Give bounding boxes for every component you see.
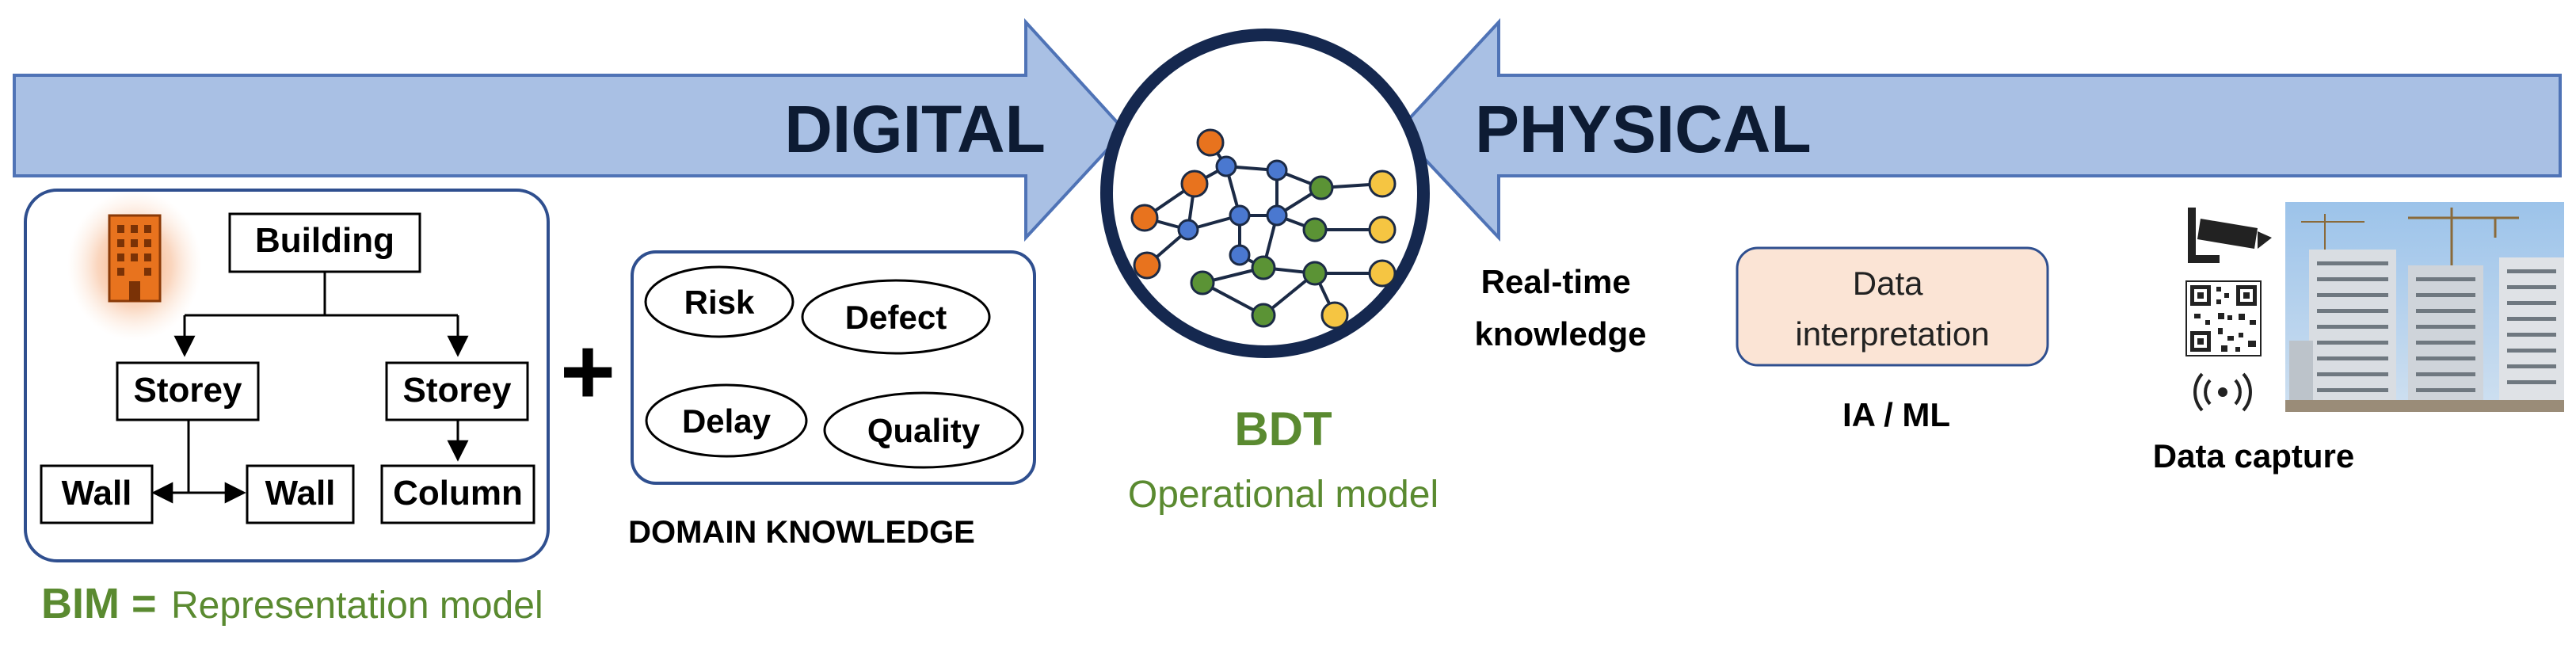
physical-label: PHYSICAL	[1475, 92, 1812, 166]
node-storey-right-label: Storey	[403, 371, 512, 410]
bim-caption-rest: Representation model	[171, 585, 543, 627]
construction-site-photo	[2285, 202, 2564, 412]
tree-node-column: Column	[380, 464, 535, 524]
realtime-line2: knowledge	[1474, 315, 1646, 353]
physical-arrow: PHYSICAL	[1396, 17, 2562, 242]
knowledge-quality: Quality	[823, 391, 1024, 469]
bdt-subtitle: Operational model	[1128, 474, 1439, 516]
tree-node-wall-left: Wall	[40, 464, 154, 524]
knowledge-delay: Delay	[645, 383, 808, 458]
building-icon	[67, 190, 202, 341]
knowledge-defect: Defect	[801, 279, 991, 355]
realtime-knowledge-label: Real-time knowledge	[1474, 263, 1646, 353]
knowledge-delay-label: Delay	[682, 402, 772, 440]
building-windows	[2317, 261, 2556, 392]
tree-node-storey-left: Storey	[116, 361, 260, 421]
node-wall-left-label: Wall	[62, 474, 132, 513]
domain-knowledge-caption: DOMAIN KNOWLEDGE	[628, 515, 975, 550]
knowledge-defect-label: Defect	[845, 299, 947, 336]
interpretation-label: Data interpretation	[1795, 265, 1989, 353]
digital-arrow: DIGITAL	[13, 17, 1127, 242]
data-interpretation-box: Data interpretation	[1736, 246, 2049, 367]
knowledge-risk: Risk	[644, 265, 795, 338]
tree-connectors	[151, 272, 469, 504]
interpretation-line2: interpretation	[1795, 315, 1989, 353]
node-wall-right-label: Wall	[265, 474, 336, 513]
tree-node-wall-right: Wall	[246, 464, 355, 524]
interpretation-line1: Data	[1853, 265, 1923, 302]
cctv-camera-icon	[2188, 208, 2272, 263]
knowledge-risk-label: Risk	[684, 284, 755, 321]
node-building-label: Building	[255, 221, 394, 260]
bdt-network-icon	[1100, 29, 1430, 358]
bim-caption-bold: BIM =	[41, 580, 157, 627]
realtime-line1: Real-time	[1481, 263, 1631, 300]
digital-label: DIGITAL	[784, 92, 1046, 166]
plus-sign: +	[560, 318, 615, 425]
domain-knowledge-panel: Risk Defect Delay Quality	[631, 250, 1036, 485]
knowledge-quality-label: Quality	[867, 412, 981, 449]
bim-panel: Building Storey Storey Wall Wall Column	[24, 189, 550, 562]
tree-node-storey-right: Storey	[385, 361, 529, 421]
bim-caption: BIM = Representation model	[41, 580, 543, 627]
node-column-label: Column	[393, 474, 523, 513]
node-storey-left-label: Storey	[134, 371, 242, 410]
qr-code-icon	[2185, 280, 2262, 356]
data-capture-caption: Data capture	[2153, 437, 2354, 475]
ia-ml-label: IA / ML	[1842, 396, 1950, 433]
network-nodes	[1130, 128, 1397, 330]
tree-node-building: Building	[228, 212, 421, 273]
wireless-signal-icon	[2193, 372, 2252, 412]
bdt-title: BDT	[1234, 402, 1332, 456]
